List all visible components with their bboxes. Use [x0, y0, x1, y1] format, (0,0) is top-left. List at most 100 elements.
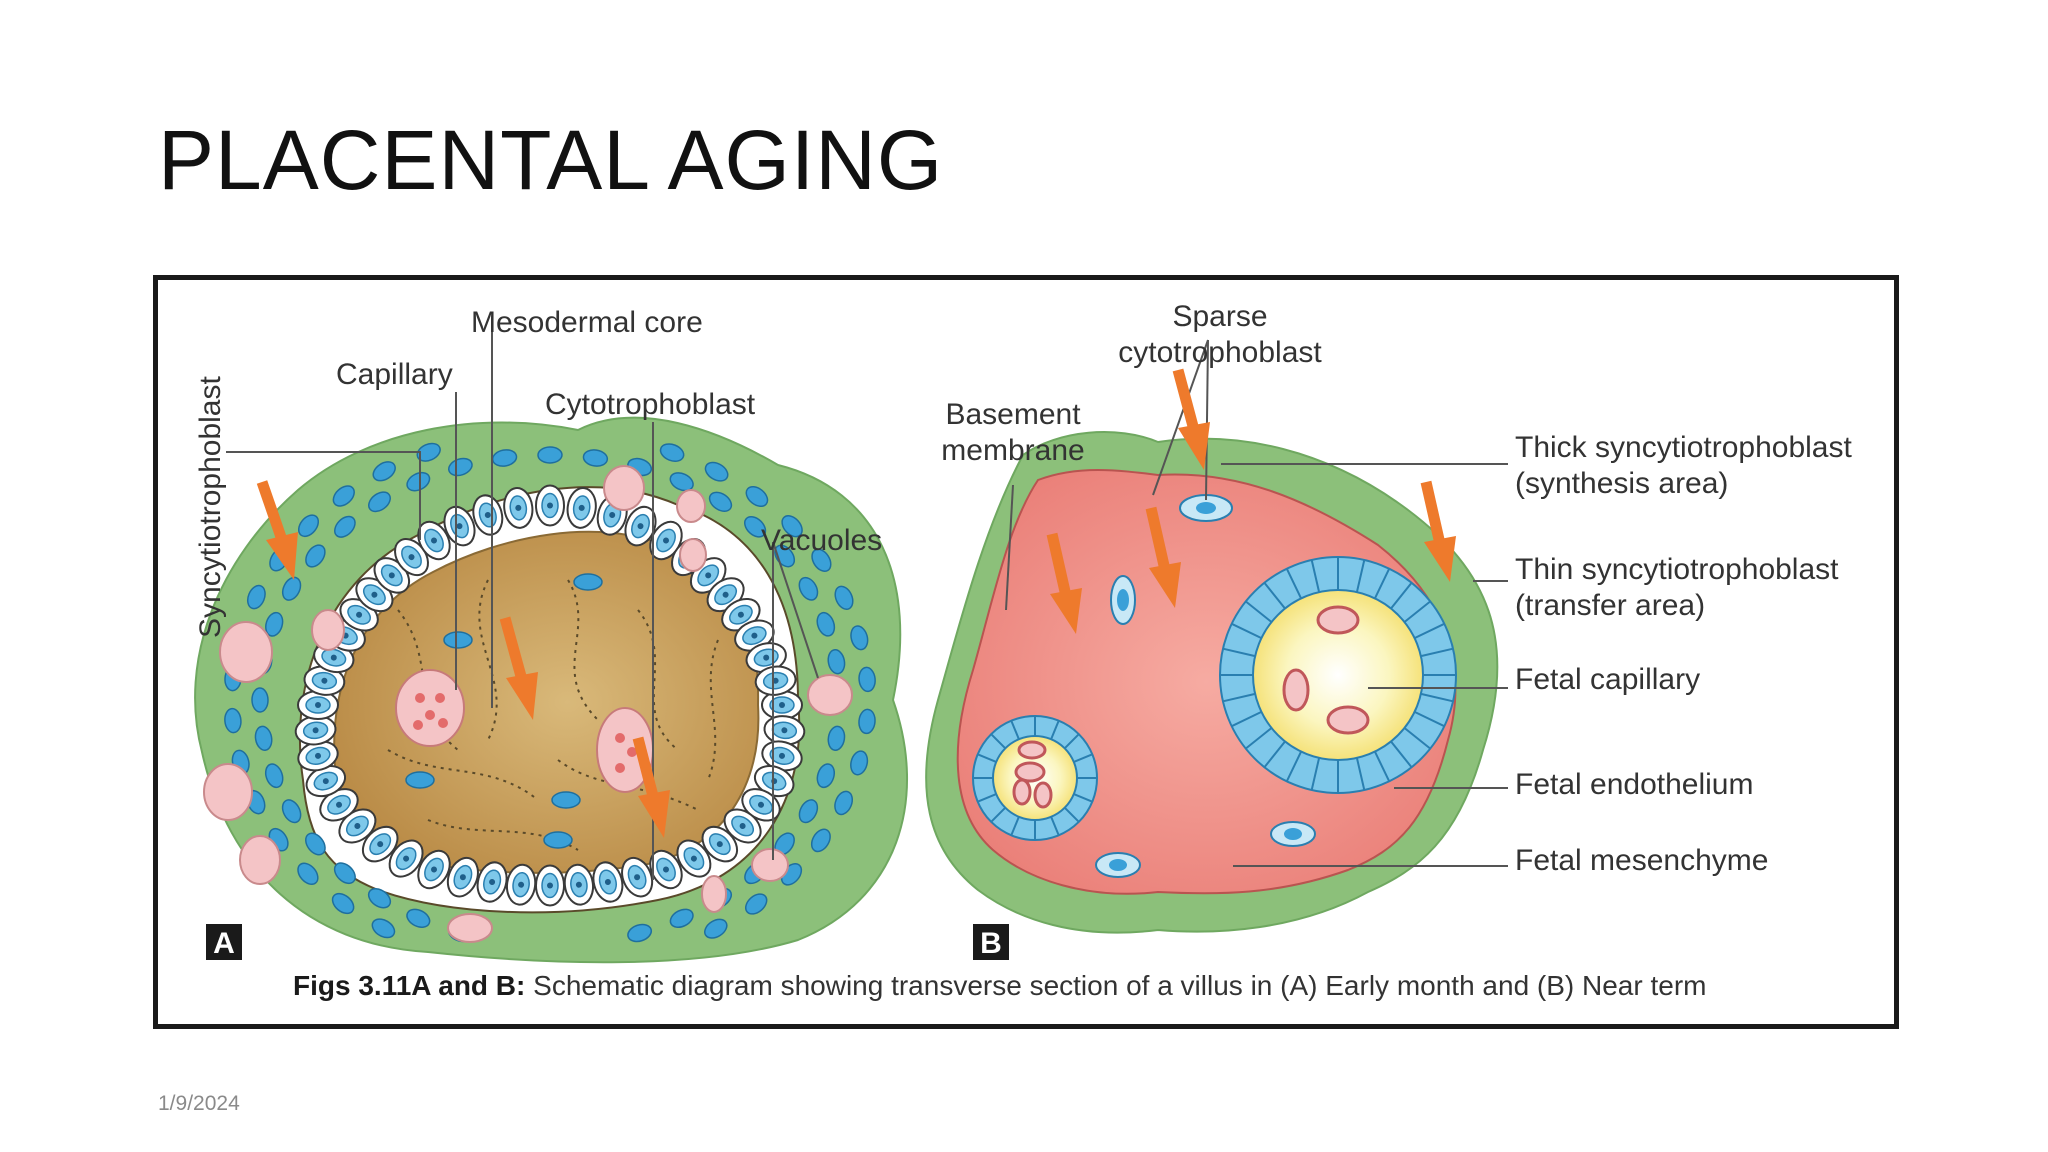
- endothelial-cell-border: [1285, 568, 1303, 599]
- endothelial-cell-border: [1390, 582, 1413, 610]
- endothelial-cell-border: [990, 733, 1007, 750]
- badge-b: B: [980, 927, 1002, 960]
- syncytial-nucleus: [281, 576, 302, 601]
- syncytial-nucleus: [367, 887, 392, 909]
- endothelial-cell-border: [1073, 793, 1093, 803]
- syncytial-nucleus: [264, 763, 284, 789]
- endothelial-cell-border: [1231, 622, 1262, 640]
- cytotrophoblast-cell: [297, 740, 339, 772]
- endothelial-cell-border: [1420, 647, 1454, 658]
- cytotrophoblast-cell: [701, 825, 739, 863]
- endothelial-cell-border: [1285, 751, 1303, 782]
- cytotrophoblast-cell: [753, 765, 795, 798]
- endothelial-cell-border: [1355, 757, 1366, 791]
- syncytial-nucleus: [827, 649, 846, 675]
- cytotrophoblast-cell: [476, 861, 508, 903]
- syncytial-nucleus: [251, 687, 269, 713]
- endothelial-cell-border: [1414, 622, 1445, 640]
- endothelial-cell-border: [977, 793, 997, 803]
- syncytial-nucleus: [627, 923, 653, 943]
- endothelial-cell-border: [1390, 740, 1413, 768]
- syncytial-nucleus: [537, 446, 563, 464]
- endothelial-cell-border: [1373, 751, 1391, 782]
- annotation-arrows: [256, 368, 1456, 838]
- endothelial-cell-border: [977, 753, 997, 763]
- cytotrophoblast-cell: [706, 577, 745, 613]
- orange-arrow: [1172, 368, 1210, 470]
- core-nucleus: [551, 791, 581, 809]
- endothelial-cell-border: [1373, 568, 1391, 599]
- syncytial-nucleus: [305, 832, 326, 856]
- slide-date: 1/9/2024: [158, 1092, 240, 1115]
- syncytial-nucleus: [246, 584, 266, 610]
- cytotrophoblast-cell: [338, 808, 377, 844]
- syncytial-nucleus: [334, 515, 356, 538]
- sparse-cytotrophoblast-cells: [1095, 494, 1316, 878]
- syncytial-nucleus: [254, 725, 273, 751]
- fetal-capillary-large: [1252, 589, 1424, 761]
- endothelial-cell-border: [1222, 692, 1256, 703]
- endothelial-cell-border: [1245, 727, 1273, 750]
- syncytial-nucleus: [224, 707, 242, 734]
- badge-a-box: [206, 924, 242, 960]
- cytotrophoblast-cell: [592, 861, 624, 903]
- label-mesodermal-core: Mesodermal core: [471, 306, 703, 339]
- syncytial-nucleus: [297, 514, 320, 538]
- orange-arrow: [499, 616, 538, 720]
- cytotrophoblast-cell: [417, 849, 451, 890]
- rbc-small: [1012, 740, 1053, 809]
- endothelial-cell-border: [1414, 710, 1445, 728]
- endothelial-cell-border: [1263, 582, 1286, 610]
- syncytial-nucleus: [745, 485, 769, 508]
- endothelial-cell-border: [1010, 720, 1020, 740]
- label-thick-line1: Thick syncytiotrophoblast: [1515, 431, 1852, 464]
- endothelial-cell-border: [1063, 733, 1080, 750]
- cytotrophoblast-cell: [566, 486, 597, 529]
- cytotrophoblast-cell: [446, 856, 479, 898]
- vacuoles-a: [203, 465, 853, 943]
- endothelial-cell-border: [1263, 740, 1286, 768]
- endothelial-cell-border: [1355, 559, 1366, 593]
- cytotrophoblast-cell: [339, 598, 379, 632]
- cytotrophoblast-cell: [621, 856, 654, 898]
- cytotrophoblast-cells: [294, 484, 806, 907]
- label-sparse-line1: Sparse: [1172, 300, 1267, 333]
- endothelial-cell-border: [1050, 720, 1060, 740]
- syncytial-nucleus: [816, 763, 836, 789]
- endothelial-cell-border: [1310, 559, 1321, 593]
- badge-a: A: [213, 927, 235, 960]
- label-thin-line1: Thin syncytiotrophoblast: [1515, 553, 1839, 586]
- label-capillary: Capillary: [336, 358, 453, 391]
- label-fetal-endothelium: Fetal endothelium: [1515, 768, 1753, 801]
- syncytial-nucleus: [669, 472, 694, 492]
- slide-title: PLACENTAL AGING: [158, 113, 944, 207]
- caption-text: Schematic diagram showing transverse sec…: [525, 970, 1707, 1001]
- syncytial-nucleus: [858, 666, 876, 693]
- badge-b-box: [973, 924, 1009, 960]
- rbc-large: [1282, 605, 1370, 735]
- syncytial-nucleus: [850, 625, 869, 651]
- endothelial-cell-border: [1245, 600, 1273, 623]
- syncytial-nucleus: [332, 485, 355, 507]
- orange-arrow: [1420, 480, 1456, 582]
- orange-arrow: [632, 736, 670, 838]
- core-fibers: [387, 579, 719, 851]
- syncytial-nucleus: [305, 544, 326, 568]
- orange-arrow: [256, 480, 298, 580]
- syncytial-nucleus: [798, 576, 819, 601]
- syncytial-nucleus: [448, 457, 473, 477]
- orange-arrow: [1046, 532, 1082, 634]
- endothelial-cell-border: [1073, 753, 1093, 763]
- cytotrophoblast-cell: [741, 788, 781, 822]
- syncytial-nucleus: [850, 750, 869, 776]
- syncytial-nucleus: [406, 908, 431, 928]
- syncytial-nucleus: [582, 449, 609, 467]
- endothelial-cell-border: [1010, 816, 1020, 836]
- cytotrophoblast-cell: [624, 505, 657, 547]
- syncytial-nucleus: [708, 491, 733, 512]
- leader-lines-b: [1005, 339, 1508, 867]
- syncytial-nucleus: [834, 585, 854, 610]
- syncytial-nucleus: [704, 918, 728, 939]
- syncytial-nucleus: [265, 611, 284, 637]
- caption-bold: Figs 3.11A and B:: [293, 970, 526, 1001]
